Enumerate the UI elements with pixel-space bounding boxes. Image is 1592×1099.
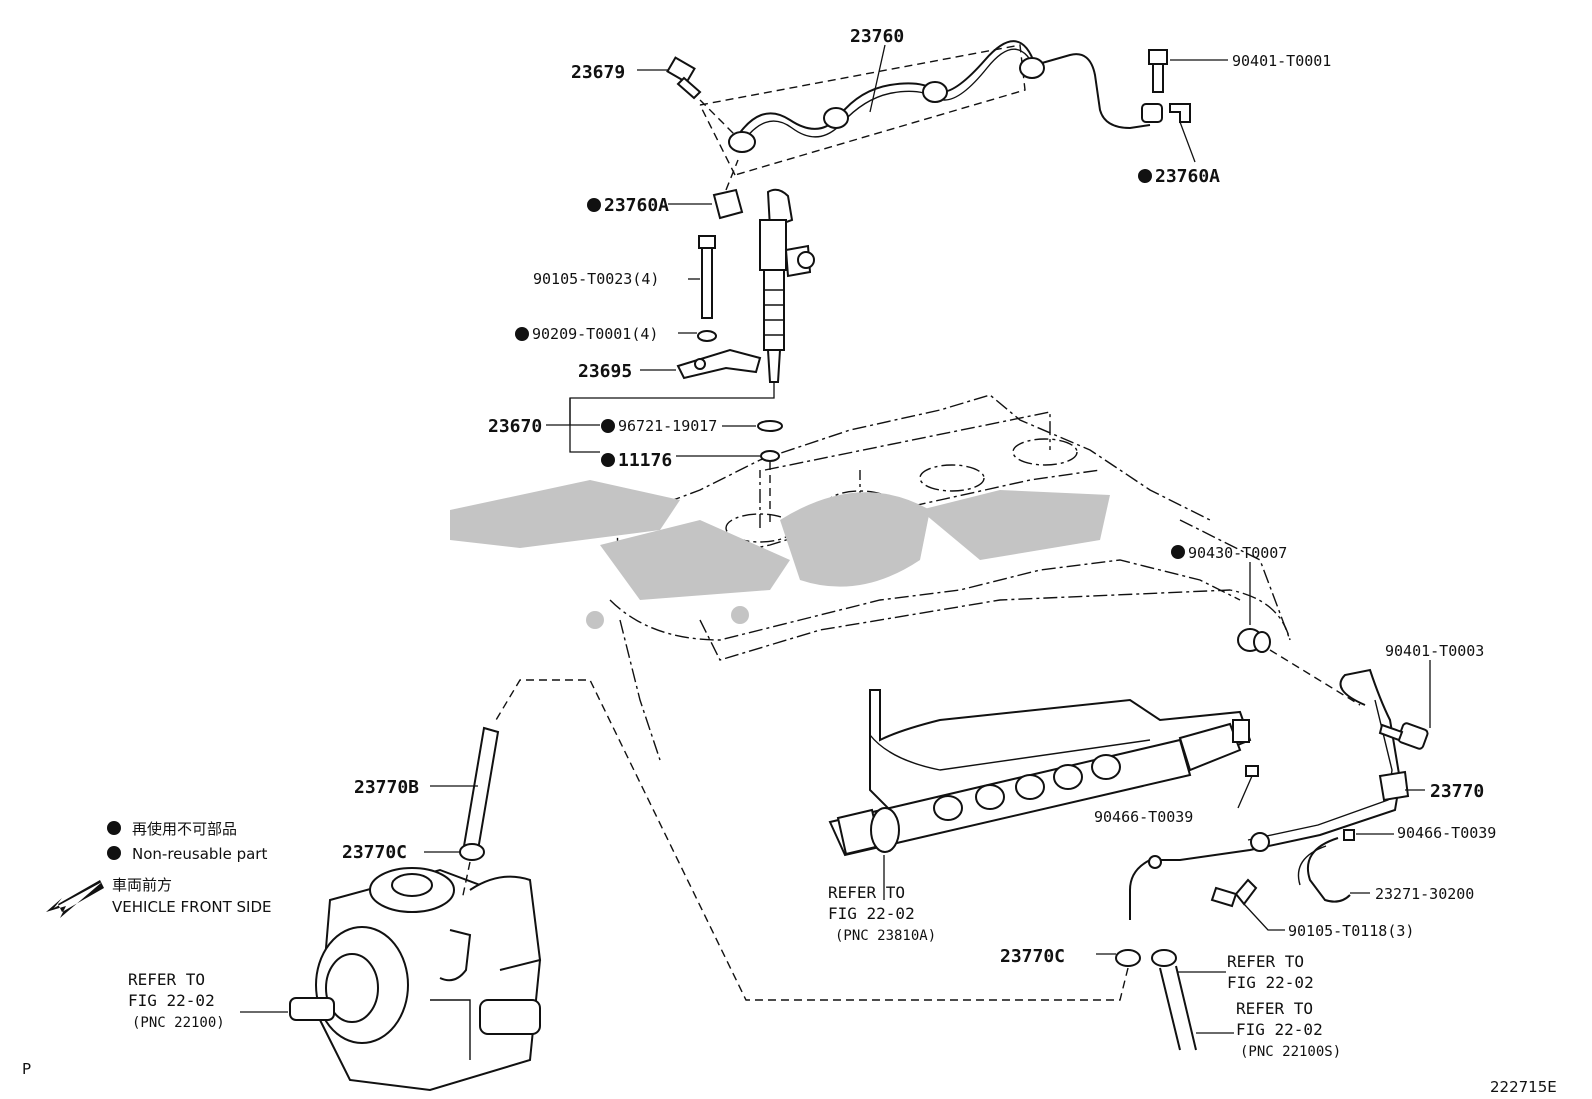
ref-pump-line2: FIG 22-02 [128,991,215,1010]
label-23760a-left: 23760A [604,195,669,216]
ref-pump-line1: REFER TO [128,970,205,989]
ref-pump-line3: (PNC 22100) [132,1015,225,1031]
label-23770b: 23770B [354,777,419,798]
clip-90466-b [1343,829,1394,841]
clamp-23770c-right [495,679,1234,1051]
label-23679: 23679 [571,62,625,83]
ref-hose-a-line2: FIG 22-02 [1227,973,1314,992]
common-rail [828,689,1252,900]
gasket-11176 [676,450,780,525]
label-23770c-left: 23770C [342,842,407,863]
injector-23670 [546,188,815,453]
bolt-90105-t0023 [688,235,716,319]
ref-hose-b-line1: REFER TO [1236,999,1313,1018]
label-23770c-right: 23770C [1000,946,1065,967]
bolt-90401-t0003 [1378,660,1431,750]
figure-code: 222715E [1490,1078,1557,1096]
label-23770: 23770 [1430,781,1484,802]
label-90401-t0003: 90401-T0003 [1385,642,1484,660]
bushing-90430 [1237,562,1361,706]
bolt-clamp-right [1141,49,1228,163]
label-23760: 23760 [850,26,904,47]
legend-non-reusable-jp: 再使用不可部品 [132,820,237,838]
ref-rail-line2: FIG 22-02 [828,904,915,923]
return-pipe-23770 [1129,668,1425,920]
oring-96721 [722,420,783,432]
label-11176: 11176 [618,450,672,471]
label-90430-t0007: 90430-T0007 [1188,544,1287,562]
label-23760a-right: 23760A [1155,166,1220,187]
label-90466-t0039-a: 90466-T0039 [1094,808,1193,826]
hose-23271 [1297,837,1370,903]
label-90466-t0039-b: 90466-T0039 [1397,824,1496,842]
label-23271-30200: 23271-30200 [1375,885,1474,903]
washer-90209 [678,330,717,342]
supply-pump [240,867,542,1092]
bolt-90105-t0118 [1210,878,1285,931]
bolt-23679 [637,56,736,136]
clip-90466-a [1237,765,1259,809]
label-90105-t0023: 90105-T0023(4) [533,270,659,288]
label-90401-t0001: 90401-T0001 [1232,52,1331,70]
ref-rail-line1: REFER TO [828,883,905,902]
corner-mark: P [22,1060,31,1078]
hose-23770b [430,726,500,852]
label-90209-t0001: 90209-T0001(4) [532,325,658,343]
clamp-23760a-left [668,159,744,220]
injection-pipe-23760 [699,40,1151,176]
ref-hose-b-line3: (PNC 22100S) [1240,1044,1341,1060]
legend-non-reusable-en: Non-reusable part [132,845,267,863]
label-96721-19017: 96721-19017 [618,417,717,435]
part-labels: 23760 23679 90401-T0001 23760A 23760A 90… [342,26,1496,967]
legend-front-en: VEHICLE FRONT SIDE [112,898,272,916]
legend: 再使用不可部品 Non-reusable part 車両前方 VEHICLE F… [46,820,272,918]
ref-rail-line3: (PNC 23810A) [835,928,936,944]
label-23670: 23670 [488,416,542,437]
clamp-23770c-left [424,843,485,901]
refer-notes: REFER TO FIG 22-02 (PNC 23810A) REFER TO… [128,883,1341,1060]
watermark-logo [450,480,1110,629]
ref-hose-b-line2: FIG 22-02 [1236,1020,1323,1039]
clamp-23695 [640,348,762,380]
label-23695: 23695 [578,361,632,382]
label-90105-t0118: 90105-T0118(3) [1288,922,1414,940]
ref-hose-a-line1: REFER TO [1227,952,1304,971]
vehicle-front-arrow-icon [46,880,104,918]
legend-front-jp: 車両前方 [112,876,172,894]
